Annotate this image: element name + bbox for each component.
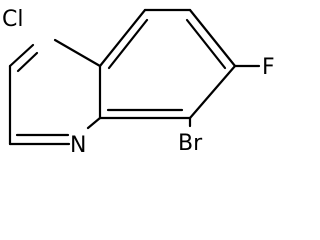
bond-c4a-c5 <box>98 8 147 68</box>
atom-label-n: N <box>70 133 86 158</box>
bond-c6-c7-inner <box>185 18 227 70</box>
atom-label-f: F <box>262 55 275 80</box>
bond-c4-c4a <box>53 38 102 68</box>
bond-c6-c7 <box>188 8 237 68</box>
bond-c3-c4-inner <box>16 51 39 73</box>
bond-c3-c4 <box>8 43 35 68</box>
bond-c4a-c5-inner <box>107 18 149 70</box>
bond-c8a-n1 <box>86 116 102 130</box>
bond-c7-c8 <box>188 64 237 120</box>
atom-label-br: Br <box>178 131 203 156</box>
molecule-structure: Cl F Br N <box>2 7 275 158</box>
atom-label-cl: Cl <box>2 7 23 32</box>
